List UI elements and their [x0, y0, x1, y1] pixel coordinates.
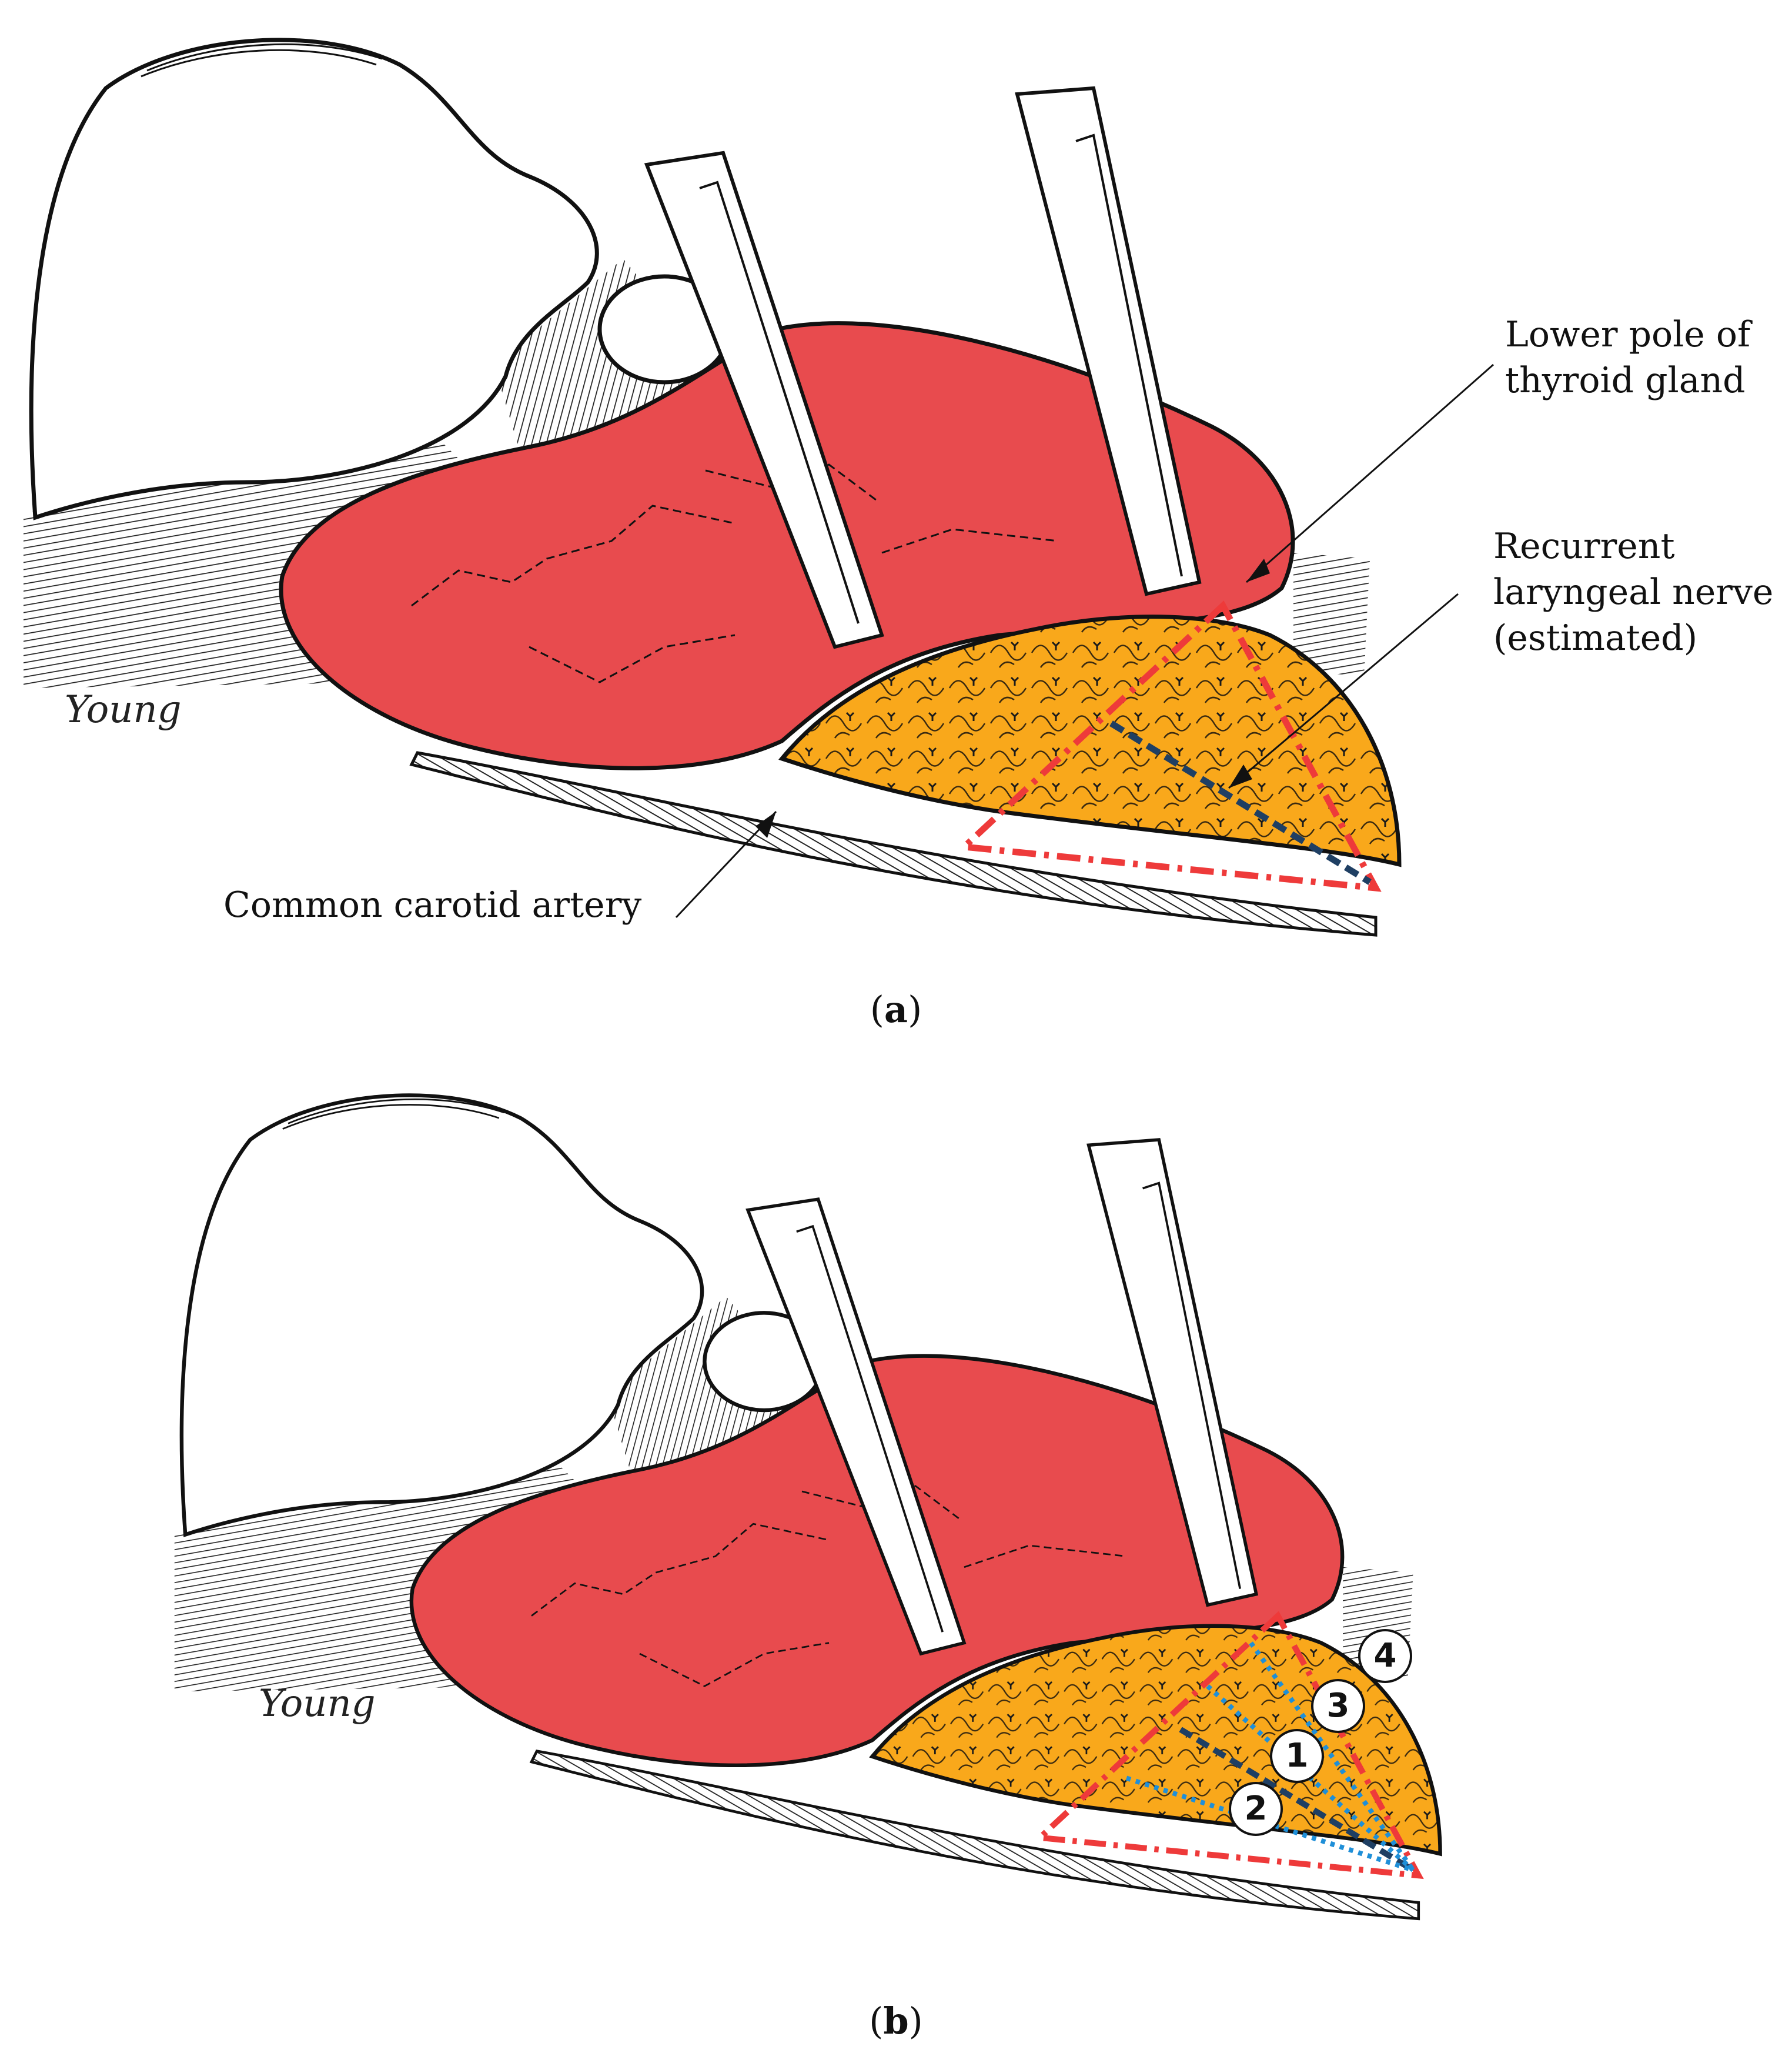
nerve-variant-2-label: 2 — [1229, 1782, 1283, 1836]
nerve-path-4 — [1249, 1641, 1415, 1872]
arrowhead — [1229, 765, 1252, 788]
figure-a: Young Lower pole of thyroid gland Recurr… — [24, 38, 1774, 1031]
retractor-edge — [699, 181, 860, 624]
fat-tissue — [869, 1624, 1442, 1857]
muscle-fibers-right — [1293, 553, 1370, 676]
label-lower-pole: Lower pole of thyroid gland — [1505, 314, 1751, 401]
retractor-edge — [796, 1224, 944, 1633]
thyroid-gland — [279, 321, 1295, 770]
thyroid-gland — [409, 1354, 1345, 1768]
larynx-cartilage — [179, 1093, 704, 1537]
common-carotid-artery — [529, 1750, 1420, 1921]
retractor-left — [745, 1197, 967, 1656]
caption-a: (a) — [870, 988, 922, 1031]
caption-b-letter: b — [883, 1999, 909, 2042]
retractor-edge — [1075, 133, 1183, 577]
thyroid-vessels — [411, 463, 1059, 683]
nerve-arrow — [1228, 593, 1459, 789]
surgical-triangle — [1033, 1611, 1424, 1880]
retractor-edge — [1142, 1181, 1242, 1589]
artist-signature: Young — [259, 1682, 376, 1725]
cartilage-line — [287, 1098, 505, 1124]
retractor-left — [644, 151, 884, 649]
label-recurrent-nerve: Recurrent laryngeal nerve (estimated) — [1493, 526, 1774, 659]
thyroid-vessels — [531, 1485, 1127, 1687]
cartilage-line — [141, 49, 377, 78]
retractor-right — [1015, 86, 1202, 596]
nerve-variant-3-label: 3 — [1311, 1679, 1365, 1733]
caption-a-letter: a — [884, 988, 908, 1031]
nerve-variant-4-label: 4 — [1358, 1629, 1412, 1683]
arrowhead — [755, 812, 776, 838]
label-carotid: Common carotid artery — [223, 884, 642, 926]
cartilage-line — [146, 43, 383, 72]
surgical-triangle — [957, 600, 1382, 892]
common-carotid-artery — [409, 751, 1378, 937]
artist-signature: Young — [65, 688, 182, 732]
retractor-right — [1086, 1138, 1259, 1607]
surgical-illustration-a — [24, 38, 1494, 937]
larynx-cartilage — [29, 38, 599, 520]
surgical-illustration-b — [174, 1093, 1442, 1921]
nerve-variant-1-label: 1 — [1270, 1729, 1324, 1783]
lower-pole-arrow — [1246, 363, 1494, 583]
arrowhead — [1246, 559, 1270, 582]
figure-b: Young 1 2 3 4 (b) — [0, 1035, 1792, 2053]
estimated-nerve-path — [1109, 720, 1372, 885]
nerve-path-2 — [1125, 1775, 1414, 1872]
cartilage-line — [282, 1104, 500, 1130]
caption-b: (b) — [869, 1999, 923, 2042]
nerve-path-1 — [1179, 1727, 1415, 1873]
